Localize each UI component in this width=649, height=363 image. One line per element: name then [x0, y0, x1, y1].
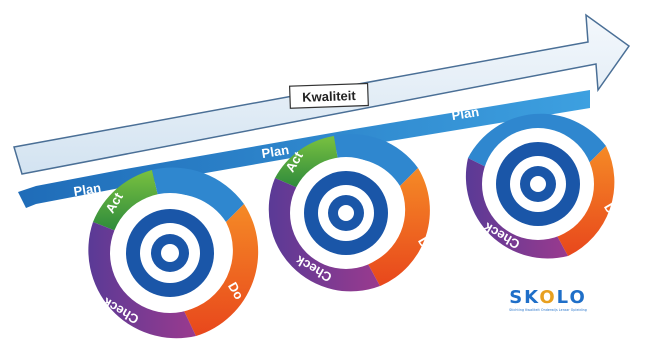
logo-wordmark: SKOLO	[509, 287, 587, 308]
plan-label-2: Plan	[261, 142, 291, 161]
skolo-logo: SKOLO Stichting Kwaliteit Onderwijs Lera…	[488, 287, 608, 313]
quality-label-box: Kwaliteit	[288, 82, 369, 109]
plan-segment	[334, 134, 418, 186]
plan-segment	[152, 167, 244, 222]
quality-label: Kwaliteit	[302, 88, 357, 105]
act-segment	[275, 136, 338, 188]
pdca-cycle-3	[465, 113, 615, 259]
plan-label-1: Plan	[73, 180, 103, 199]
logo-tagline: Stichting Kwaliteit Onderwijs Leraar Opl…	[509, 308, 587, 312]
act-segment	[93, 170, 158, 231]
check-segment	[268, 178, 380, 292]
pdca-cycle-1	[88, 167, 259, 339]
do-segment	[184, 204, 259, 336]
pdca-cycle-2	[268, 134, 430, 292]
do-segment	[368, 168, 430, 286]
check-segment	[88, 222, 196, 339]
plan-label-3: Plan	[451, 104, 481, 123]
